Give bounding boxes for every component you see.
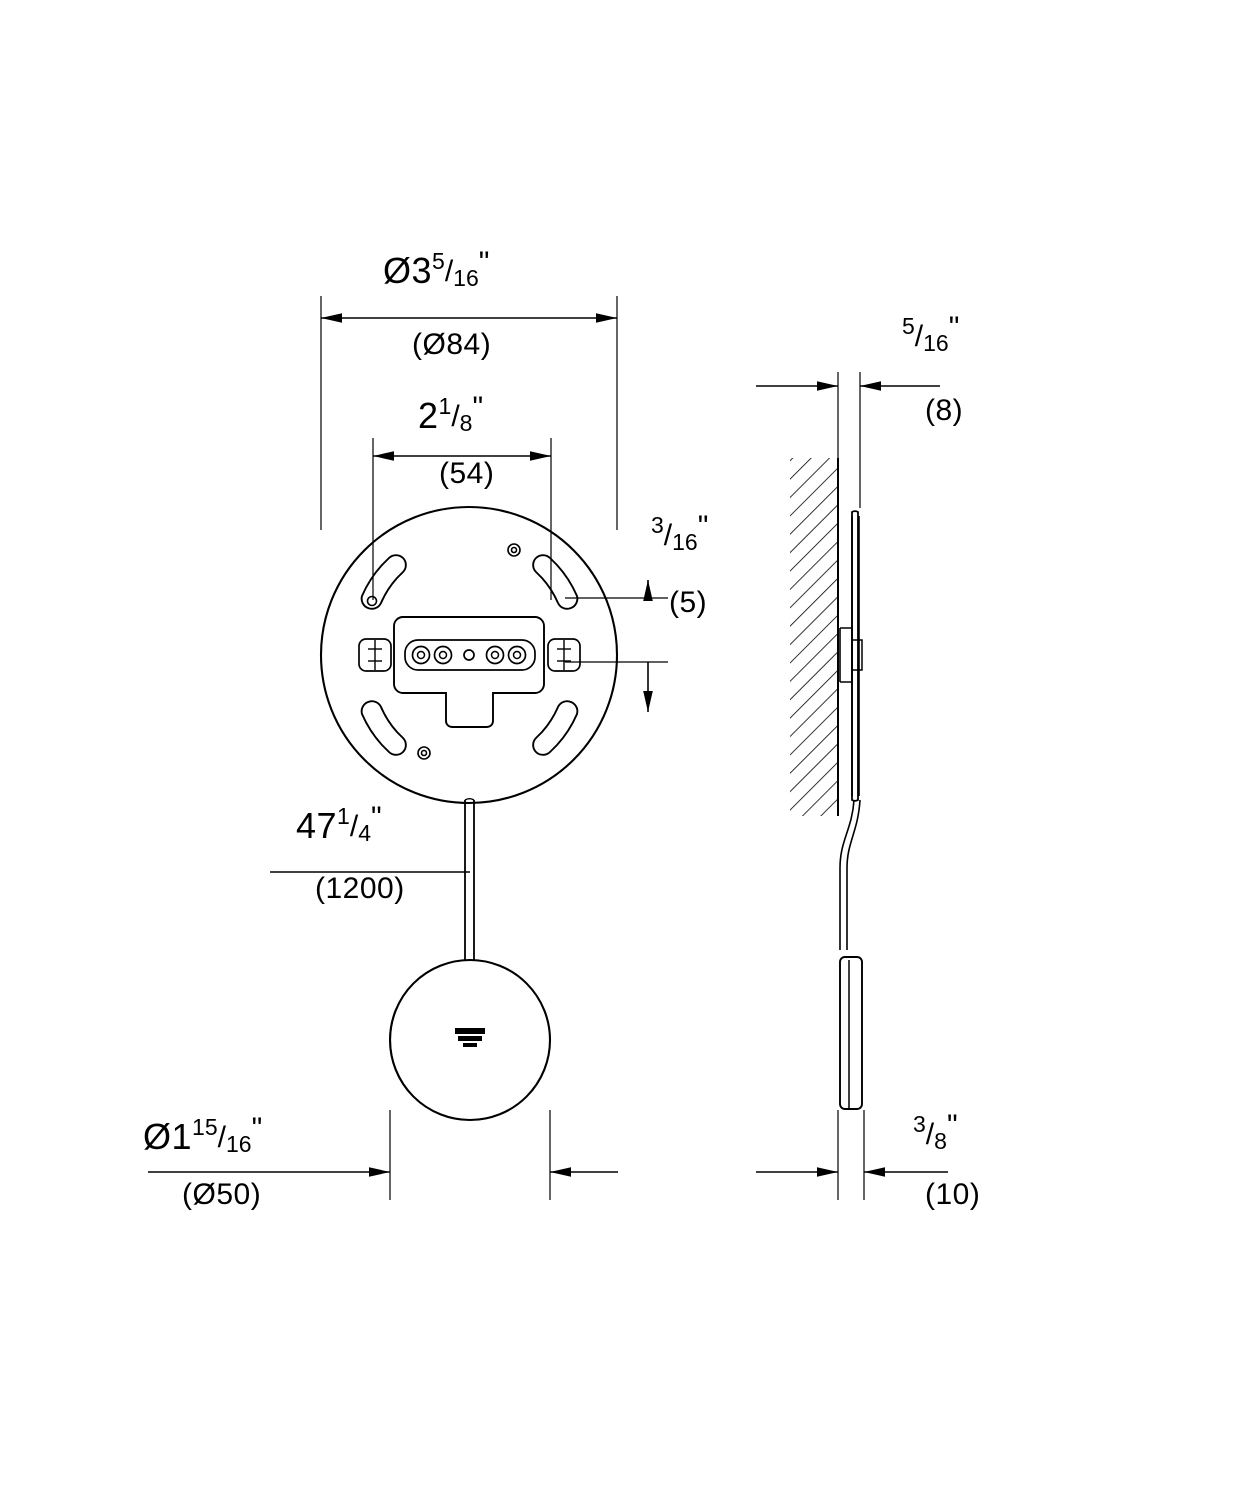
plate-diameter-unit: " (478, 246, 490, 279)
cable-length-num: 1 (337, 803, 350, 829)
wall-hatching (790, 458, 839, 816)
plate-diameter-metric: (Ø84) (412, 328, 492, 361)
plate-diameter-whole: Ø3 (383, 250, 433, 291)
mount-ear-left (358, 638, 392, 672)
plate-diameter-num: 5 (432, 248, 445, 274)
slot-lower-right (532, 700, 579, 756)
button-thickness-metric: (10) (925, 1178, 981, 1211)
slot-lower-left (360, 700, 431, 760)
mounting-width-unit: " (472, 391, 484, 424)
cable-length-den: 4 (358, 820, 371, 846)
mounting-width-num: 1 (438, 393, 452, 419)
plate-diameter-den: 16 (453, 265, 479, 291)
button-thickness-den: 8 (934, 1128, 947, 1154)
front-plate-outline (319, 505, 619, 805)
remote-button-front (388, 958, 552, 1122)
plate-thickness-unit: " (948, 311, 960, 344)
dim-mounting-width (372, 438, 552, 600)
button-diameter-den: 16 (225, 1131, 252, 1157)
center-mechanism (393, 616, 545, 728)
slot-height-num: 3 (651, 512, 664, 538)
button-diameter-label: Ø115/16" (143, 1112, 263, 1157)
button-thickness-num: 3 (913, 1111, 926, 1137)
cable-length-metric: (1200) (315, 872, 405, 905)
button-thickness-unit: " (946, 1109, 958, 1142)
slot-upper-left (360, 554, 407, 610)
button-diameter-whole: Ø1 (143, 1116, 193, 1157)
plate-thickness-den: 16 (923, 330, 949, 356)
button-diameter-num: 15 (192, 1114, 218, 1140)
side-plate-profile (839, 510, 863, 802)
mounting-width-whole: 2 (418, 395, 439, 436)
dim-plate-diameter (320, 296, 618, 530)
slot-upper-right (507, 543, 579, 610)
mount-ear-right (547, 638, 581, 672)
plate-thickness-metric: (8) (925, 394, 964, 427)
button-diameter-unit: " (251, 1112, 263, 1145)
cable-front (464, 798, 475, 960)
button-diameter-metric: (Ø50) (182, 1178, 262, 1211)
mounting-width-metric: (54) (439, 457, 495, 490)
grohe-logo-mark (455, 1028, 485, 1047)
dim-button-diameter (148, 1110, 618, 1200)
slot-height-label: 3/16" (651, 510, 709, 555)
plate-thickness-num: 5 (902, 313, 915, 339)
cable-length-unit: " (370, 801, 382, 834)
cable-length-whole: 47 (296, 805, 338, 846)
side-cable (839, 799, 861, 950)
button-thickness-label: 3/8" (913, 1109, 958, 1154)
dim-slot-height (565, 580, 668, 712)
slot-height-metric: (5) (669, 586, 708, 619)
side-button-profile (839, 956, 863, 1110)
mounting-width-label: 21/8" (418, 391, 484, 436)
dim-plate-thickness (756, 372, 940, 508)
cable-length-label: 471/4" (296, 801, 382, 846)
dim-button-thickness (756, 1110, 948, 1200)
plate-thickness-label: 5/16" (902, 311, 960, 356)
plate-diameter-label: Ø35/16" (383, 246, 490, 291)
slot-height-den: 16 (672, 529, 698, 555)
mounting-width-den: 8 (459, 410, 473, 436)
slot-height-unit: " (697, 510, 709, 543)
